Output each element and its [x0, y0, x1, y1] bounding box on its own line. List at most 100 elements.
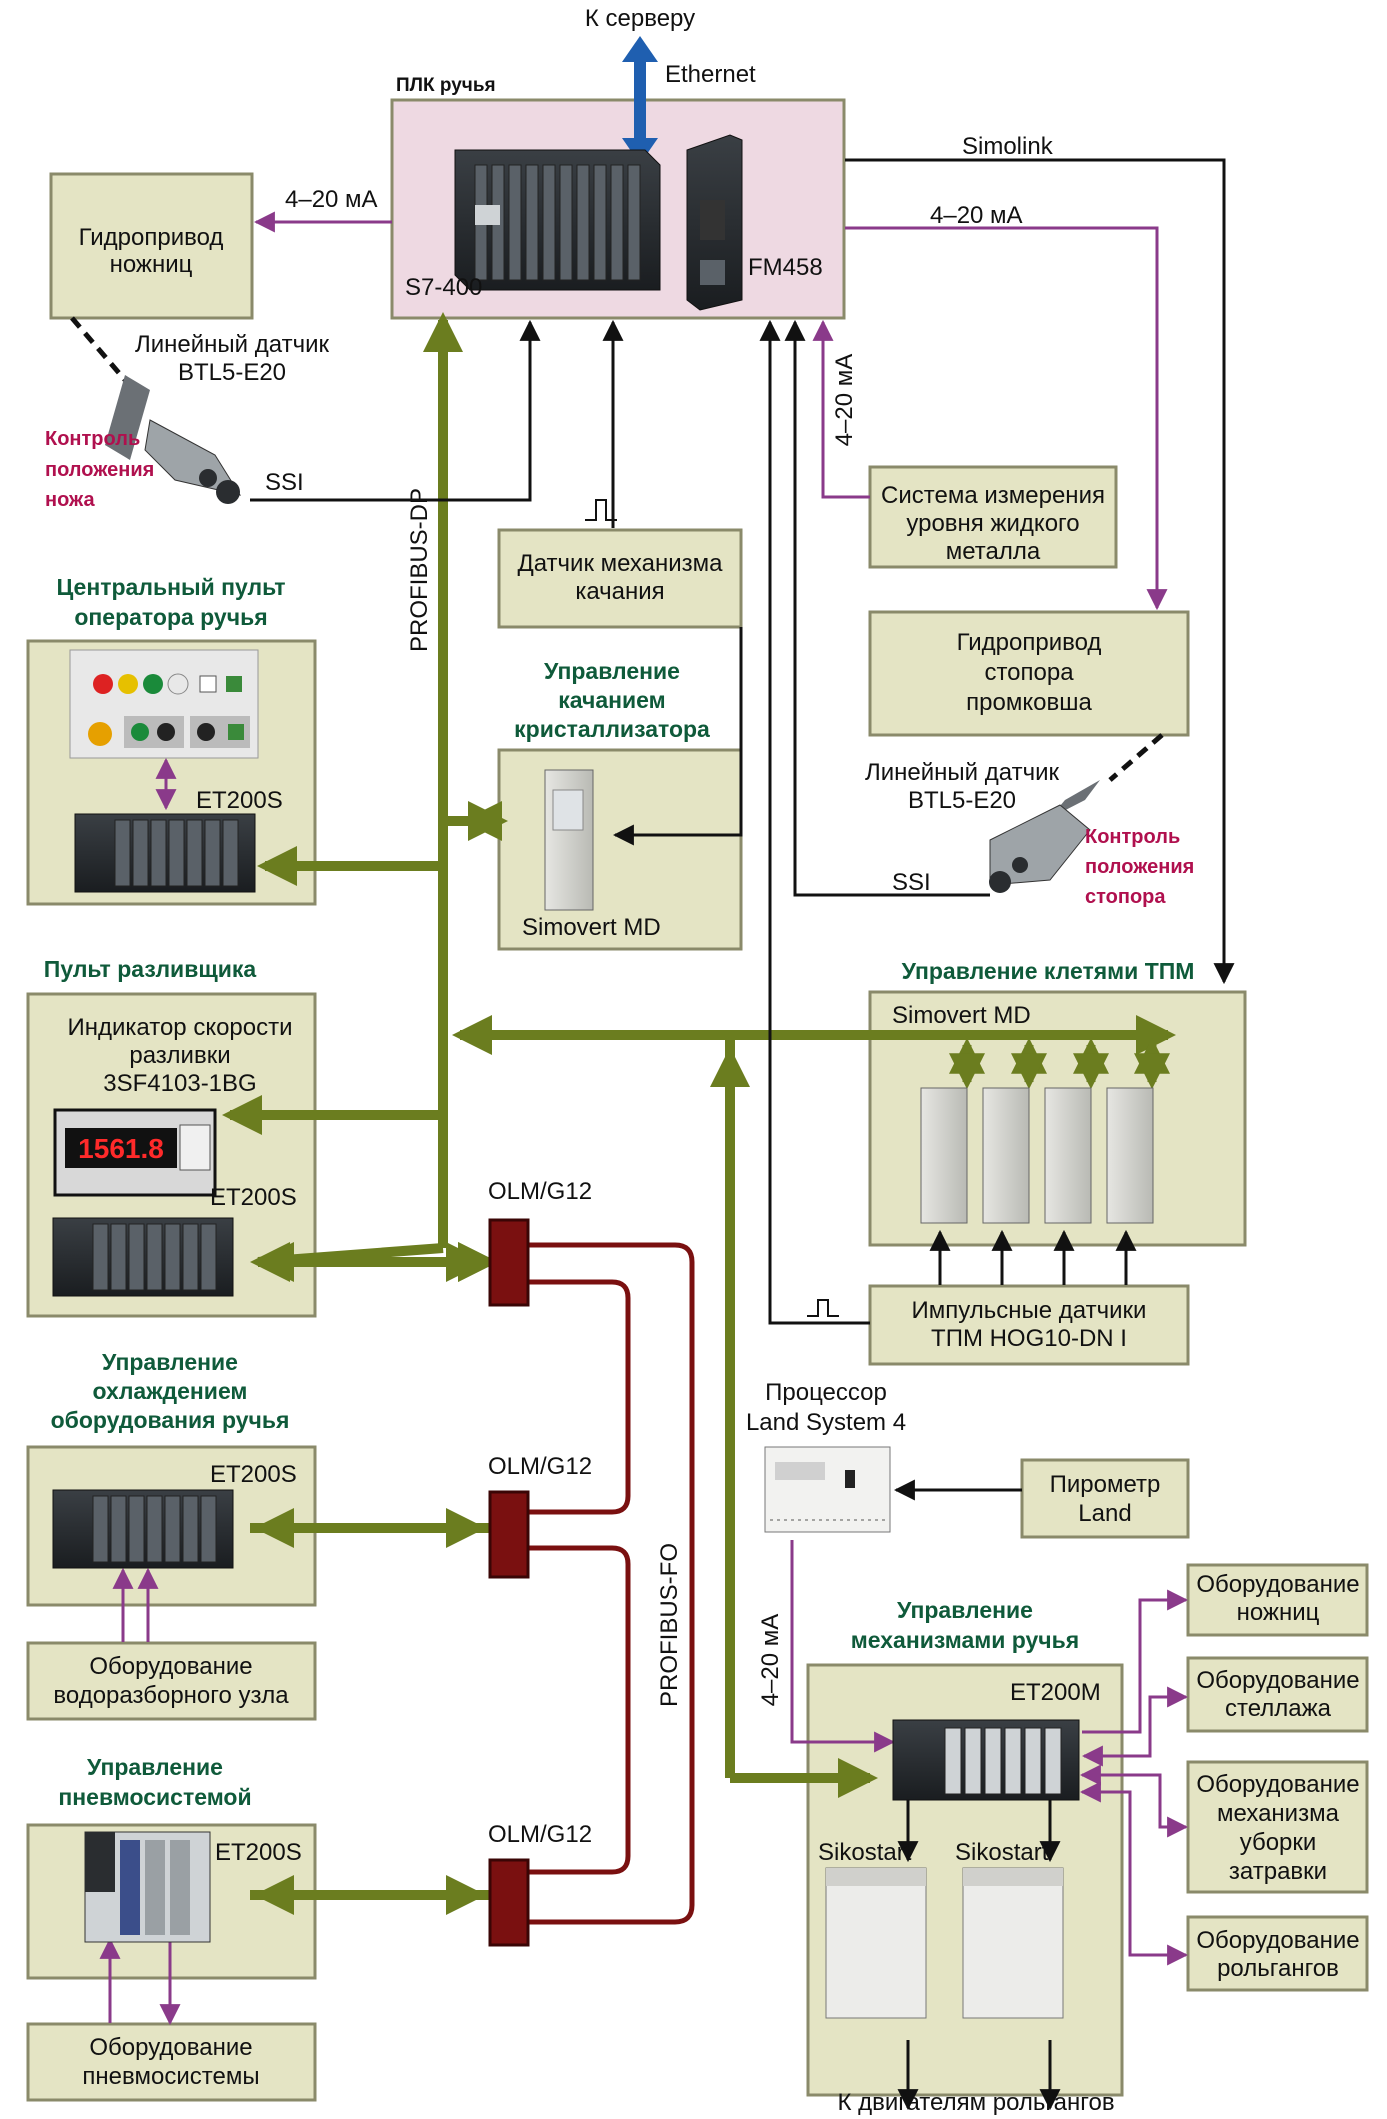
sensor-left-ctl2: положения: [45, 459, 154, 481]
sikostart-image-2: [962, 1867, 1064, 2019]
sensor-right-line2: BTL5-E20: [908, 787, 1016, 814]
simolink-label: Simolink: [962, 133, 1054, 160]
caster-ind-line2: разливки: [129, 1042, 230, 1069]
analog-lines: [99, 211, 1189, 2026]
olm-module-1: [488, 1218, 530, 1307]
oscillation-ctrl-title1: Управление: [544, 658, 680, 684]
ma-land-label: 4–20 мА: [757, 1614, 784, 1707]
oscillation-sensor-box: [497, 528, 743, 629]
simovert-drive-image-tpm: [920, 1087, 1154, 1224]
profibus-dp-label: PROFIBUS-DP: [406, 488, 433, 652]
cooling-ctrl-title3: оборудования ручья: [51, 1407, 290, 1433]
pulse-sensors-line2: ТПМ HOG10-DN I: [931, 1325, 1127, 1352]
mech-ctrl-title1: Управление: [897, 1597, 1033, 1623]
ssi-left-label: SSI: [265, 469, 304, 496]
signal-lines: [250, 158, 1235, 2111]
equip-rollertable-line1: Оборудование: [1196, 1927, 1359, 1954]
stopper-hydro-line2: стопора: [984, 659, 1074, 686]
pneumo-ctrl-title1: Управление: [87, 1754, 223, 1780]
central-panel-et: ET200S: [196, 787, 283, 814]
cooling-ctrl-title1: Управление: [102, 1349, 238, 1375]
profibus-fo-cable: [528, 1242, 695, 1925]
speed-indicator-display: 1561.8: [78, 1133, 164, 1164]
equip-dummybar-line3: уборки: [1240, 1829, 1317, 1856]
s7-400-label: S7-400: [405, 274, 482, 301]
server-label: К серверу: [585, 5, 695, 32]
shear-hydro-line1: Гидропривод: [79, 224, 224, 251]
central-panel-title2: оператора ручья: [74, 604, 267, 630]
oscillation-ctrl-drive: Simovert MD: [522, 914, 661, 941]
equip-dummybar-line2: механизма: [1217, 1800, 1340, 1827]
metal-level-line2: уровня жидкого: [906, 510, 1079, 537]
stopper-hydraulic-box: [868, 610, 1190, 737]
equip-rack-line1: Оборудование: [1196, 1667, 1359, 1694]
caster-ind-line1: Индикатор скорости: [67, 1014, 292, 1041]
et200s-rack-image-2: [52, 1217, 234, 1297]
equip-shear-box: [1186, 1563, 1369, 1637]
et200s-rack-image-1: [74, 813, 256, 893]
profibus-fo-label: PROFIBUS-FO: [656, 1543, 683, 1707]
water-equip-line1: Оборудование: [89, 1653, 252, 1680]
sensor-rods: [70, 316, 1164, 782]
pneumo-equipment-box: [26, 2022, 317, 2102]
olm-module-3: [488, 1858, 530, 1947]
simovert-drive-image-osc: [544, 769, 594, 911]
water-equipment-box: [26, 1641, 317, 1721]
sensor-right-ctl3: стопора: [1085, 886, 1166, 908]
pyrometer-box: [1020, 1458, 1190, 1539]
ma-left-label: 4–20 мА: [285, 186, 378, 213]
sensor-left-line2: BTL5-E20: [178, 359, 286, 386]
tpm-ctrl-drive: Simovert MD: [892, 1002, 1031, 1029]
ethernet-label: Ethernet: [665, 61, 756, 88]
motors-label: К двигателям рольгангов: [837, 2089, 1114, 2116]
central-panel-title1: Центральный пульт: [56, 574, 285, 600]
equip-shear-line2: ножниц: [1237, 1599, 1320, 1626]
water-equip-line2: водоразборного узла: [53, 1682, 289, 1709]
pulse-sensors-line1: Импульсные датчики: [912, 1297, 1147, 1324]
equip-rollertable-line2: рольгангов: [1217, 1955, 1339, 1982]
sensor-right-ctl1: Контроль: [1085, 826, 1180, 848]
caster-panel-title: Пульт разливщика: [44, 956, 257, 982]
oscillation-control-box: [497, 748, 743, 951]
mech-ctrl-title2: механизмами ручья: [851, 1627, 1079, 1653]
dp-branch-heads: [254, 1242, 486, 1915]
sensor-left-ctl1: Контроль: [45, 428, 140, 450]
ma-right-label: 4–20 мА: [930, 202, 1023, 229]
pneumo-equip-line1: Оборудование: [89, 2034, 252, 2061]
equip-rack-line2: стеллажа: [1225, 1695, 1332, 1722]
land-proc-line1: Процессор: [765, 1379, 887, 1406]
oscillation-sensor-line1: Датчик механизма: [517, 550, 723, 577]
linear-sensor-right-image: [989, 780, 1100, 893]
olm-modules: [488, 1218, 530, 1947]
sensor-left-ctl3: ножа: [45, 489, 95, 511]
et200m-rack-image: [892, 1719, 1080, 1801]
et200s-pneumo-image: [84, 1831, 211, 1943]
oscillation-ctrl-title2: качанием: [558, 687, 665, 713]
sikostart-label-1: Sikostart: [818, 1839, 912, 1866]
metal-level-line3: металла: [946, 538, 1041, 565]
ssi-right-label: SSI: [892, 869, 931, 896]
oscillation-ctrl-title3: кристаллизатора: [514, 716, 710, 742]
fm458-label: FM458: [748, 254, 823, 281]
pneumo-equip-line2: пневмосистемы: [82, 2063, 259, 2090]
operator-panel-image: [69, 649, 259, 759]
caster-ind-line3: 3SF4103-1BG: [103, 1070, 256, 1097]
sikostart-label-2: Sikostart: [955, 1839, 1049, 1866]
olm-module-2: [488, 1490, 530, 1579]
caster-panel-et: ET200S: [210, 1184, 297, 1211]
pulse-sensors-box: [868, 1284, 1190, 1366]
sensor-right-ctl2: положения: [1085, 856, 1194, 878]
oscillation-sensor-line2: качания: [575, 578, 664, 605]
olm-label-1: OLM/G12: [488, 1178, 592, 1205]
stopper-hydro-line3: промковша: [966, 689, 1092, 716]
pyrometer-line1: Пирометр: [1050, 1471, 1161, 1498]
plc-title: ПЛК ручья: [396, 75, 496, 96]
s7-400-rack-image: [454, 149, 661, 291]
equip-dummybar-line1: Оборудование: [1196, 1771, 1359, 1798]
pneumo-ctrl-title2: пневмосистемой: [58, 1784, 251, 1810]
fm458-module-image: [686, 134, 743, 311]
cooling-ctrl-title2: охлаждением: [93, 1378, 248, 1404]
et200s-rack-image-3: [52, 1489, 234, 1569]
linear-sensor-left-image: [105, 375, 242, 504]
